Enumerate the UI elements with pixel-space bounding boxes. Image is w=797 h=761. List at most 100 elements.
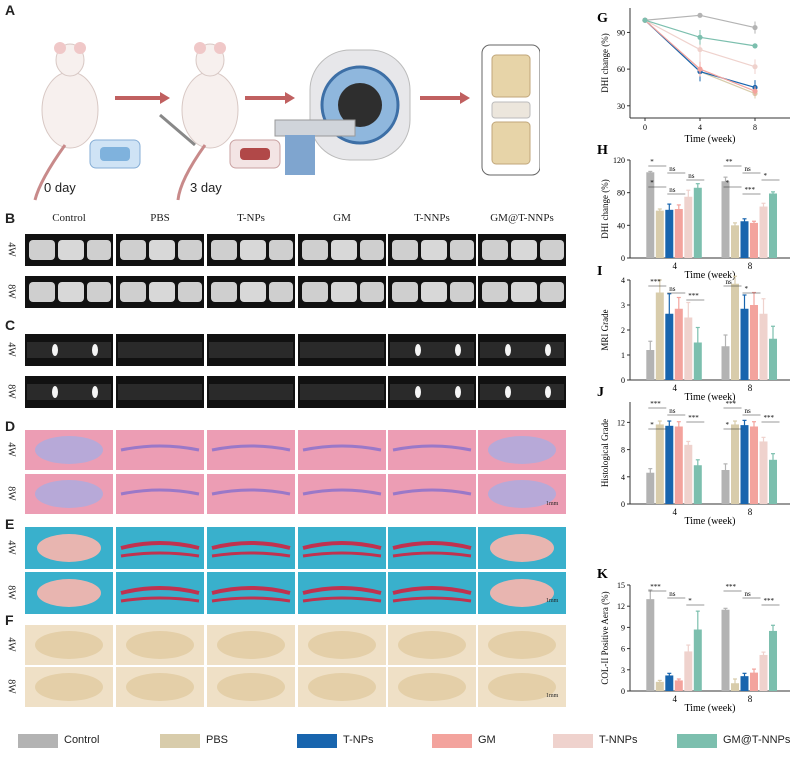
- section-image: [207, 234, 295, 266]
- legend-label: T-NPs: [343, 734, 374, 746]
- bar: [674, 209, 683, 258]
- legend-swatch: [553, 734, 593, 748]
- y-tick-label: 8: [621, 446, 625, 455]
- section-image: [207, 667, 295, 707]
- section-image: [388, 527, 476, 569]
- section-image: [207, 430, 295, 470]
- legend-label: Control: [64, 734, 100, 746]
- significance-label: ns: [745, 165, 752, 173]
- data-point: [752, 88, 758, 94]
- x-tick-label: 8: [748, 507, 753, 517]
- section-image: [207, 527, 295, 569]
- bar: [740, 425, 749, 504]
- y-axis-label: DHI change (%): [600, 179, 610, 238]
- section-image: [25, 276, 113, 308]
- panel-label-b: B: [5, 210, 16, 226]
- section-image: [298, 667, 386, 707]
- bar: [693, 342, 702, 380]
- mri-scanner-icon: [274, 49, 411, 175]
- section-image: [388, 430, 476, 470]
- y-tick-label: 15: [617, 581, 625, 590]
- column-header: GM@T-NNPs: [490, 212, 554, 224]
- significance-label: *: [650, 158, 654, 166]
- bar: [684, 444, 693, 504]
- chart-panel-label: H: [597, 143, 608, 158]
- bar: [740, 308, 749, 380]
- bar: [674, 426, 683, 504]
- y-tick-label: 6: [621, 645, 625, 654]
- significance-label: ***: [726, 583, 737, 591]
- y-axis-label: DHI change (%): [600, 33, 610, 92]
- significance-label: ns: [745, 590, 752, 598]
- y-tick-label: 0: [621, 254, 625, 263]
- y-tick-label: 4: [621, 473, 625, 482]
- y-axis-label: Histological Grade: [600, 419, 610, 487]
- panel-label-d: D: [5, 418, 16, 434]
- section-image: [25, 334, 113, 366]
- schematic-illustration: [33, 42, 541, 201]
- y-tick-label: 0: [621, 687, 625, 696]
- bar: [731, 225, 739, 258]
- bar: [646, 350, 655, 380]
- bar: [674, 680, 683, 691]
- x-tick-label: 8: [748, 694, 753, 704]
- data-point: [697, 12, 703, 18]
- bar: [665, 425, 674, 504]
- significance-label: ***: [688, 292, 699, 300]
- significance-label: ***: [650, 400, 661, 408]
- section-image: [388, 334, 476, 366]
- bar: [750, 672, 758, 691]
- significance-label: ns: [669, 407, 676, 415]
- bar: [769, 459, 777, 504]
- section-image: [25, 430, 113, 470]
- significance-label: ns: [669, 165, 676, 173]
- section-image: [25, 474, 113, 514]
- section-image: [478, 667, 566, 707]
- legend-label: T-NNPs: [599, 734, 638, 746]
- x-tick-label: 8: [753, 123, 757, 132]
- legend-swatch: [160, 734, 200, 748]
- section-image: [207, 572, 295, 614]
- column-header: T-NNPs: [414, 212, 450, 224]
- section-image: [298, 334, 386, 366]
- panel-label-a: A: [5, 2, 16, 18]
- y-tick-label: 3: [621, 666, 625, 675]
- significance-label: ***: [726, 400, 737, 408]
- section-image: [388, 376, 476, 408]
- legend-label: GM@T-NNPs: [723, 734, 791, 746]
- y-tick-label: 40: [617, 221, 625, 230]
- legend-swatch: [18, 734, 58, 748]
- legend-swatch: [432, 734, 472, 748]
- section-image: [478, 527, 566, 569]
- section-image: [116, 430, 204, 470]
- x-tick-label: 0: [643, 123, 647, 132]
- x-tick-label: 4: [698, 123, 702, 132]
- section-image: [116, 527, 204, 569]
- significance-label: ***: [688, 414, 699, 422]
- significance-label: ***: [650, 278, 661, 286]
- significance-label: ***: [745, 186, 756, 194]
- y-tick-label: 3: [621, 301, 625, 310]
- x-axis-label: Time (week): [684, 134, 735, 145]
- schematic-panel: [20, 20, 541, 210]
- section-image: [207, 625, 295, 665]
- scale-bar-label: 1mm: [546, 693, 559, 699]
- y-tick-label: 12: [617, 418, 625, 427]
- section-image: [478, 334, 566, 366]
- section-image: [116, 276, 204, 308]
- section-image: [388, 625, 476, 665]
- chart-panel-label: K: [597, 567, 608, 582]
- section-image: [388, 572, 476, 614]
- significance-label: ***: [764, 414, 775, 422]
- bar: [646, 599, 655, 691]
- significance-label: *: [764, 172, 768, 180]
- bar: [684, 196, 693, 258]
- y-tick-label: 1: [621, 351, 625, 360]
- significance-label: *: [650, 179, 654, 187]
- y-tick-label: 0: [621, 376, 625, 385]
- section-image: [25, 376, 113, 408]
- section-image: [298, 474, 386, 514]
- section-image: [116, 667, 204, 707]
- section-image: [207, 376, 295, 408]
- bar: [769, 193, 777, 258]
